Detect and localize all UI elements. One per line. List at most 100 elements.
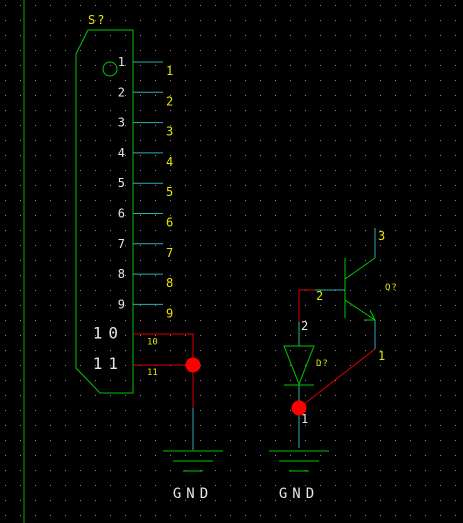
- diode-d[interactable]: 2 1 D?: [283, 289, 345, 448]
- grid-dot: [95, 425, 96, 426]
- grid-dot: [35, 350, 36, 351]
- grid-dot: [200, 410, 201, 411]
- grid-dot: [50, 515, 51, 516]
- grid-dot: [410, 395, 411, 396]
- grid-dot: [410, 275, 411, 276]
- grid-dot: [290, 395, 291, 396]
- grid-dot: [335, 35, 336, 36]
- connector-pin-4[interactable]: 44: [118, 146, 173, 169]
- grid-dot: [455, 500, 456, 501]
- grid-dot: [260, 470, 261, 471]
- grid-dot: [380, 230, 381, 231]
- ground-symbol-right[interactable]: GND: [269, 450, 329, 502]
- grid-dot: [185, 410, 186, 411]
- grid-dot: [410, 110, 411, 111]
- grid-dot: [350, 260, 351, 261]
- grid-dot: [65, 260, 66, 261]
- grid-dot: [425, 260, 426, 261]
- grid-dot: [65, 335, 66, 336]
- grid-dot: [245, 440, 246, 441]
- grid-dot: [5, 320, 6, 321]
- connector-pin-7[interactable]: 77: [118, 237, 173, 260]
- connector-pin-9[interactable]: 99: [118, 297, 173, 320]
- grid-dot: [200, 125, 201, 126]
- grid-dot: [410, 95, 411, 96]
- grid-dot: [245, 170, 246, 171]
- junction-dot-right[interactable]: [291, 400, 307, 416]
- grid-dot: [320, 410, 321, 411]
- grid-dot: [380, 410, 381, 411]
- grid-dot: [245, 275, 246, 276]
- grid-dot: [455, 110, 456, 111]
- grid-dot: [335, 485, 336, 486]
- grid-dot: [275, 275, 276, 276]
- grid-dot: [50, 140, 51, 141]
- grid-dot: [170, 110, 171, 111]
- connector-pin-5[interactable]: 55: [118, 176, 173, 199]
- grid-dot: [215, 200, 216, 201]
- grid-dot: [20, 245, 21, 246]
- junction-dot-left[interactable]: [185, 357, 201, 373]
- grid-dot: [275, 515, 276, 516]
- grid-dot: [110, 230, 111, 231]
- grid-dot: [200, 260, 201, 261]
- grid-dot: [125, 140, 126, 141]
- grid-dot: [155, 395, 156, 396]
- grid-dot: [140, 215, 141, 216]
- grid-dot: [35, 395, 36, 396]
- wire-pin10[interactable]: [133, 333, 194, 365]
- grid-dot: [395, 5, 396, 6]
- connector-pin-2[interactable]: 22: [118, 85, 173, 108]
- connector-pin-8[interactable]: 88: [118, 267, 173, 290]
- connector-pin-1[interactable]: 11: [118, 55, 173, 78]
- grid-dot: [440, 305, 441, 306]
- grid-dot: [245, 485, 246, 486]
- grid-dot: [125, 80, 126, 81]
- grid-dot: [215, 305, 216, 306]
- grid-dot: [65, 200, 66, 201]
- grid-dot: [35, 275, 36, 276]
- grid-dot: [350, 140, 351, 141]
- grid-dot: [20, 500, 21, 501]
- grid-dot: [305, 125, 306, 126]
- transistor-q[interactable]: 3 2 1 Q?: [315, 228, 398, 363]
- grid-dot: [395, 305, 396, 306]
- grid-dot: [290, 200, 291, 201]
- grid-dot: [440, 320, 441, 321]
- grid-dot: [140, 230, 141, 231]
- grid-dot: [185, 485, 186, 486]
- grid-dot: [65, 65, 66, 66]
- grid-dot: [95, 155, 96, 156]
- grid-dot: [335, 95, 336, 96]
- grid-dot: [410, 470, 411, 471]
- grid-dot: [425, 110, 426, 111]
- grid-dot: [95, 245, 96, 246]
- grid-dot: [335, 335, 336, 336]
- grid-dot: [245, 110, 246, 111]
- grid-dot: [245, 395, 246, 396]
- grid-dot: [20, 125, 21, 126]
- grid-dot: [65, 290, 66, 291]
- grid-dot: [455, 350, 456, 351]
- grid-dot: [305, 515, 306, 516]
- grid-dot: [350, 290, 351, 291]
- ground-symbol-left[interactable]: GND: [163, 450, 223, 502]
- grid-dot: [335, 425, 336, 426]
- grid-dot: [200, 320, 201, 321]
- wire-diode-to-emitter[interactable]: [298, 348, 376, 409]
- grid-dot: [155, 50, 156, 51]
- connector-pin-3[interactable]: 33: [118, 116, 173, 139]
- grid-dot: [215, 80, 216, 81]
- grid-dot: [290, 65, 291, 66]
- grid-dot: [350, 35, 351, 36]
- grid-dot: [380, 260, 381, 261]
- grid-dot: [410, 185, 411, 186]
- connector-pin-6[interactable]: 66: [118, 207, 173, 230]
- grid-dot: [275, 215, 276, 216]
- grid-dot: [125, 35, 126, 36]
- grid-dot: [185, 50, 186, 51]
